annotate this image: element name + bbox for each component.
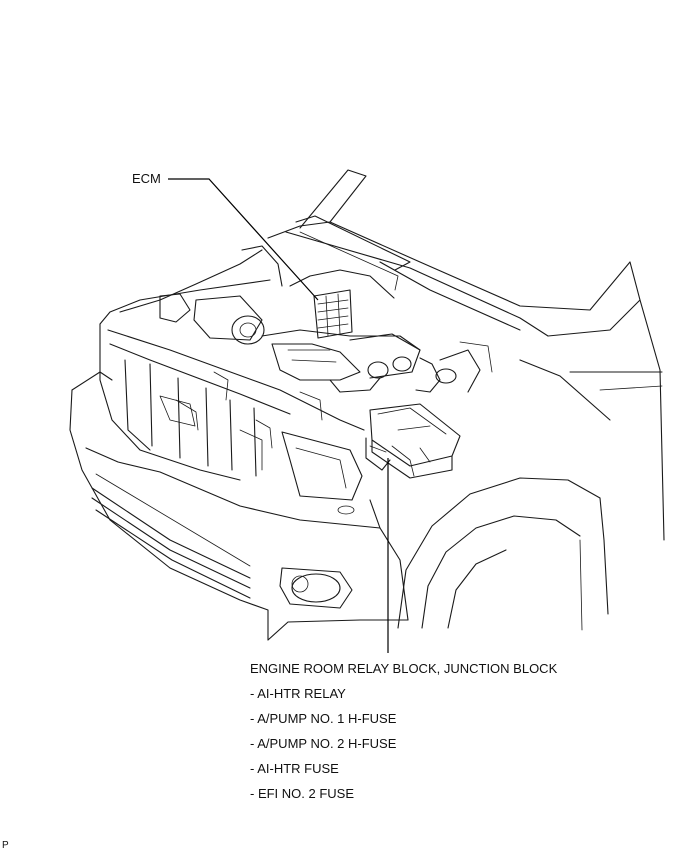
lower-grille [91, 473, 251, 599]
junction-block-title: ENGINE ROOM RELAY BLOCK, JUNCTION BLOCK [250, 661, 558, 676]
hood-outline [267, 169, 631, 337]
ecm-label: ECM [132, 171, 161, 186]
front-body [69, 371, 409, 641]
ecm-leader-line [168, 178, 319, 301]
ecm-module-icon [313, 289, 353, 339]
junction-block-item: - EFI NO. 2 FUSE [250, 786, 355, 801]
junction-block-item: - AI-HTR RELAY [250, 686, 346, 701]
headlamp [281, 431, 381, 529]
body-side [519, 261, 665, 541]
junction-block-item: - A/PUMP NO. 2 H-FUSE [250, 736, 397, 751]
engine-compartment [119, 245, 493, 449]
wheel [397, 477, 609, 631]
fog-light [279, 567, 353, 609]
junction-block-item: - AI-HTR FUSE [250, 761, 339, 776]
junction-block-item: - A/PUMP NO. 1 H-FUSE [250, 711, 397, 726]
corner-mark: P [2, 840, 9, 851]
relay-junction-block-icon [365, 403, 461, 479]
grille-radiator [99, 279, 365, 481]
